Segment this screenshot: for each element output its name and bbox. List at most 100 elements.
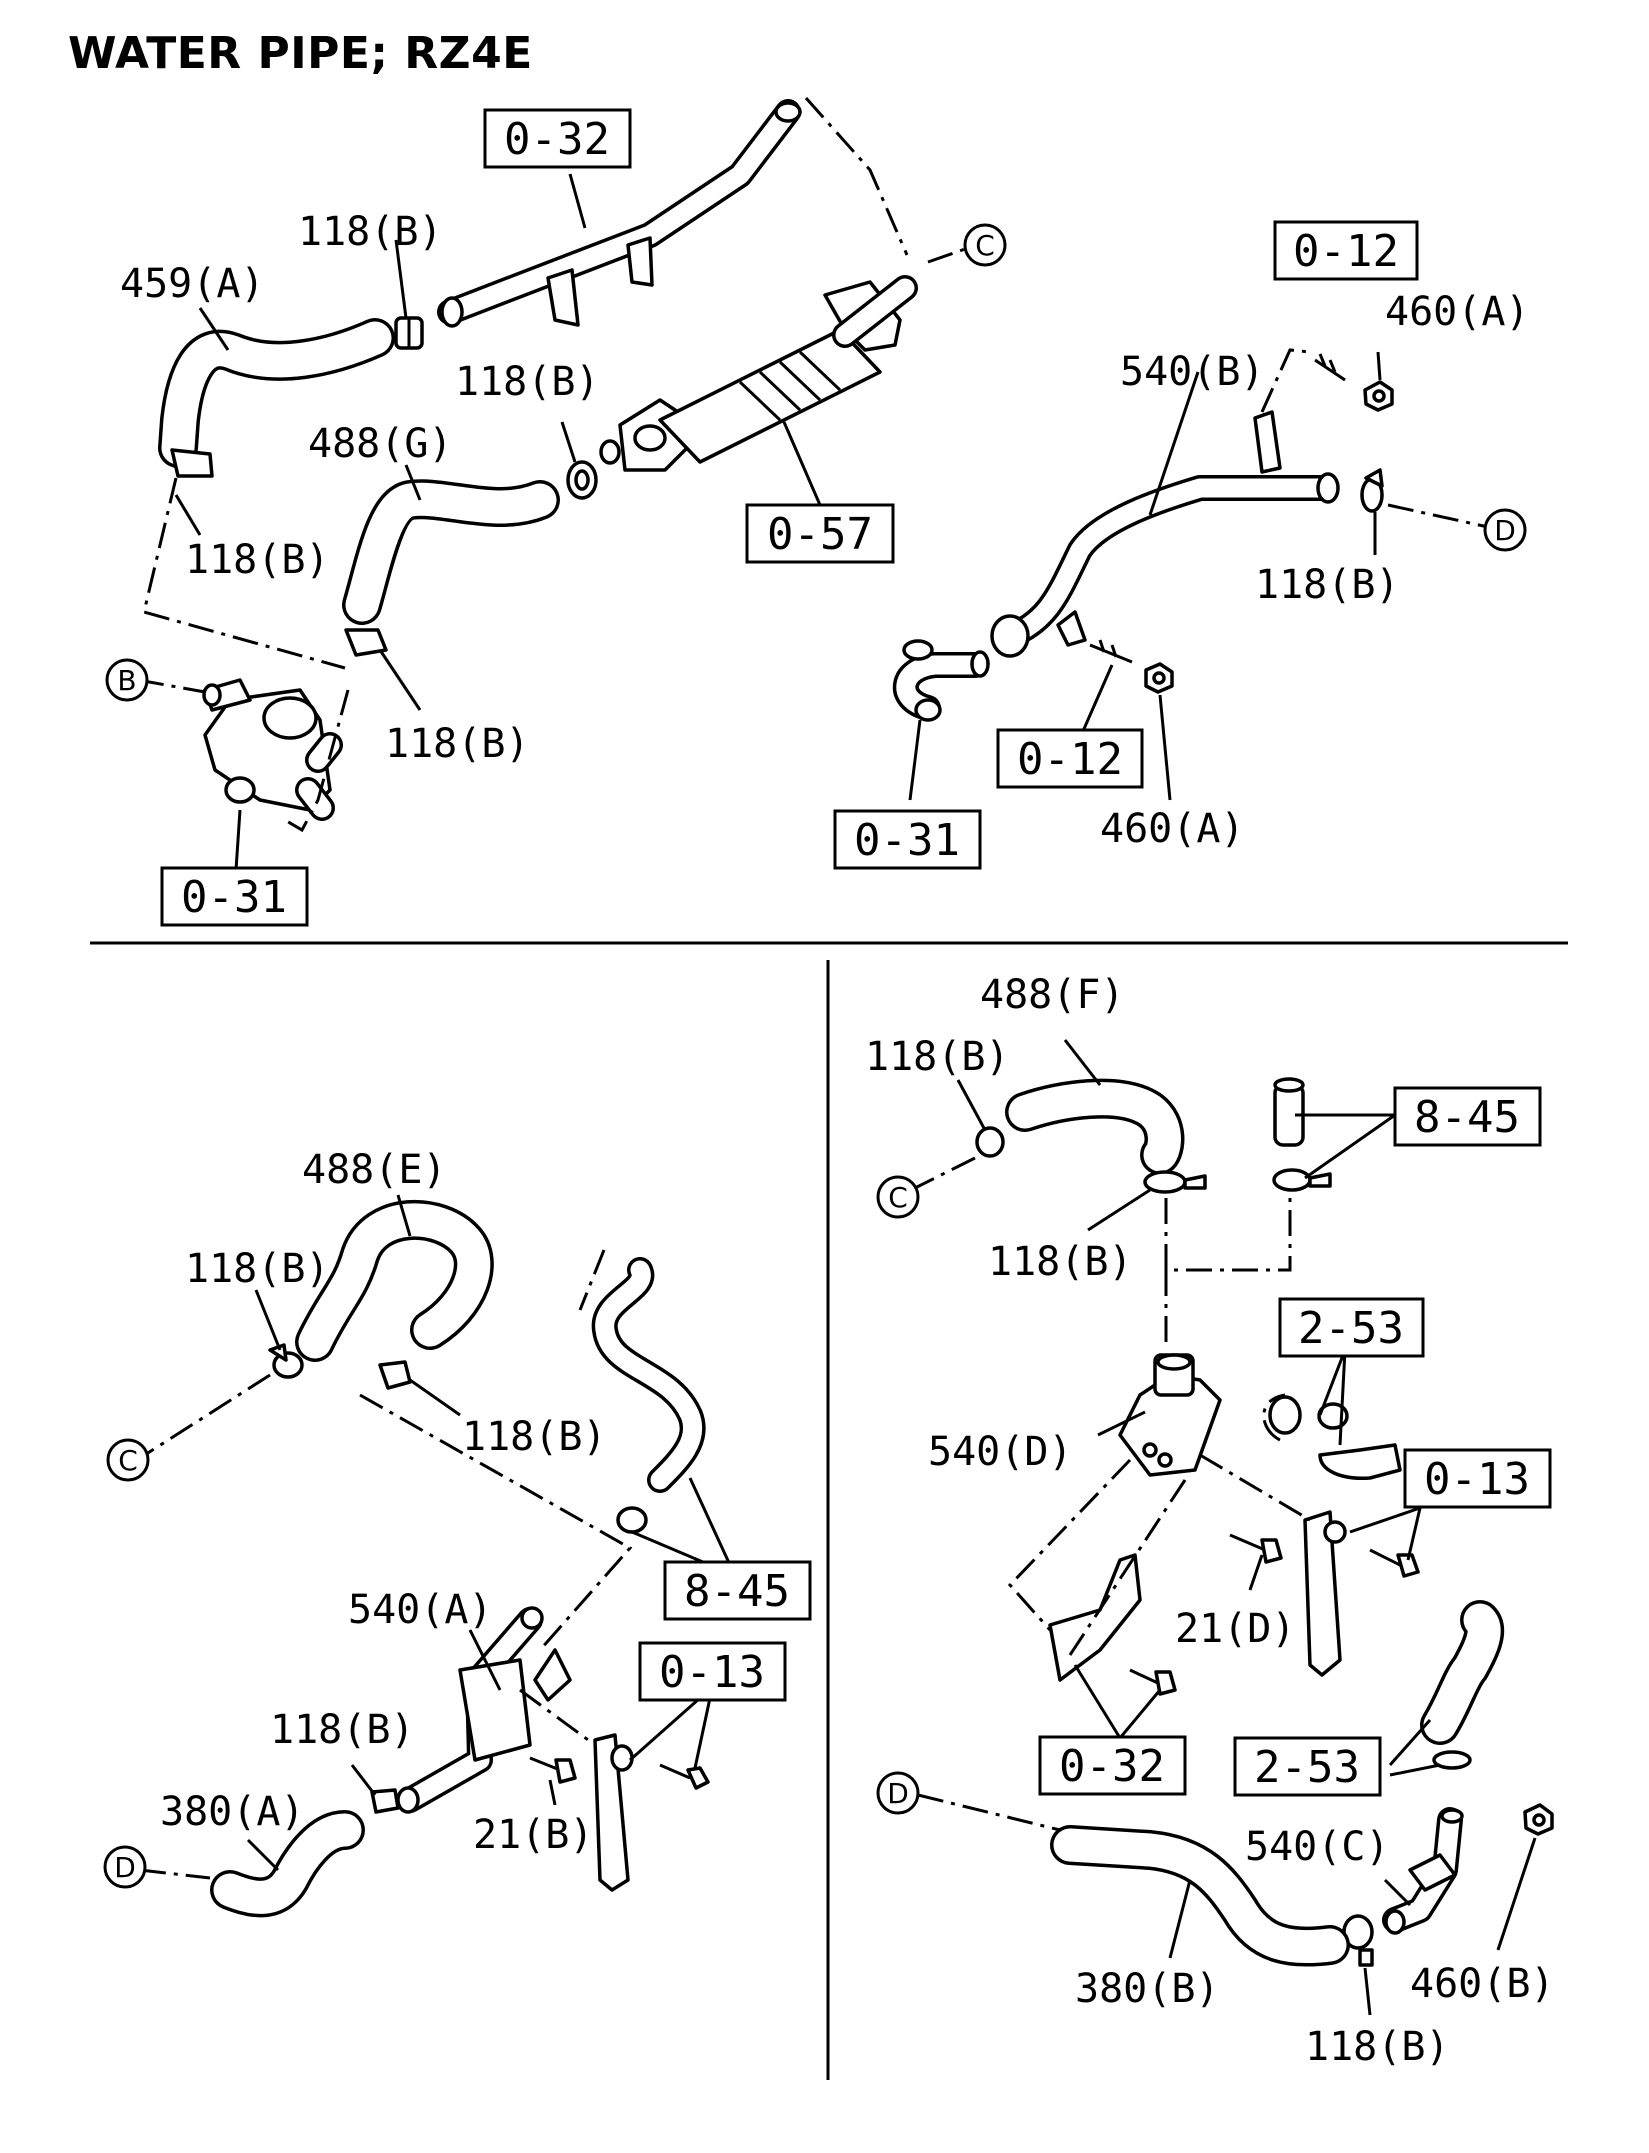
bracket-0-32-br [1048,1553,1142,1682]
bolt-0-13-bl [659,1763,710,1790]
part-label: 488(E) [302,1147,447,1193]
callout-label: 8-45 [684,1566,790,1617]
bracket-0-13-br [1303,1510,1347,1677]
hose-380b [1050,1825,1350,1967]
part-label: 118(B) [1255,562,1400,608]
clamp-118b-left [170,448,214,478]
clamp-118b-lower [344,628,388,657]
bottom-left-assembly [139,1194,732,1918]
hose-488g [342,479,560,625]
boxed-callout-8-45-bottom-right: 8-45 [1393,1086,1542,1147]
bottom-right-assembly [914,1039,1554,2016]
callout-label: 0-31 [181,872,287,923]
thermostat-housing-0-31 [202,678,343,821]
connector-letter: D [887,1777,909,1810]
callout-label: 2-53 [1254,1742,1360,1793]
boxed-callout-0-31-top-left: 0-31 [160,866,309,927]
connector-letter: C [118,1444,138,1477]
connector-letter: D [114,1851,136,1884]
boxed-callout-0-12-upper: 0-12 [1273,220,1419,281]
boxed-callout-0-32-top: 0-32 [483,108,632,169]
boxed-callout-8-45-bottom-left: 8-45 [663,1560,812,1621]
clamp-118b-right [1360,468,1384,513]
part-label: 118(B) [385,721,530,767]
nut-460a-upper [1363,380,1394,412]
heater-pipe-8-45 [591,1257,706,1493]
hose-2-53-lower [1420,1600,1505,1770]
page-title: WATER PIPE; RZ4E [68,28,533,79]
cooler-0-57 [599,275,918,472]
callout-label: 0-12 [1293,226,1399,277]
bolt-0-32-br [1129,1668,1177,1696]
housing-540d [1118,1353,1222,1477]
connector-marker-c-top: C [963,223,1007,267]
part-label: 118(B) [1305,2024,1450,2070]
part-label: 460(A) [1100,806,1245,852]
connector-marker-d-bottom-right: D [876,1771,920,1815]
part-label: 540(D) [928,1429,1073,1475]
pipe-540a [396,1606,572,1814]
callout-label: 0-32 [1059,1741,1165,1792]
connector-marker-b: B [105,658,149,702]
part-label: 118(B) [270,1707,415,1753]
pipe-540c [1382,1807,1464,1935]
connector-marker-c-bottom-left: C [106,1438,150,1482]
callout-label: 0-32 [504,114,610,165]
callout-label: 0-12 [1017,734,1123,785]
clamp-118b-bl2 [378,1360,412,1390]
boxed-callout-0-32-bottom: 0-32 [1038,1735,1187,1796]
bolt-0-13-br [1369,1548,1420,1578]
boxed-callout-2-53-lower: 2-53 [1233,1736,1382,1797]
part-label: 118(B) [298,209,443,255]
pipe-0-31-stub [892,639,990,722]
boxed-callout-0-31-top-right: 0-31 [833,809,982,870]
part-label: 118(B) [865,1034,1010,1080]
hose-488f [1005,1078,1185,1175]
connector-marker-d-top: D [1483,508,1527,552]
connector-letter: D [1494,514,1516,547]
clamp-118b-bl1 [268,1343,304,1379]
clamp-118b-br1 [975,1126,1005,1158]
hose-488e [295,1199,494,1362]
clamp-118b-mid [566,460,598,500]
part-label: 118(B) [462,1414,607,1460]
part-label: 460(B) [1410,1961,1555,2007]
boxed-callout-2-53-upper: 2-53 [1278,1297,1425,1358]
hose-459a [158,318,395,468]
bolt-21d [1229,1533,1283,1564]
callout-label: 0-57 [767,509,873,560]
pipe-540b [990,410,1340,658]
part-label: 460(A) [1385,289,1530,335]
elbow-2-53-br [1268,1395,1402,1480]
connector-letter: C [975,229,995,262]
stud-0-12-lower [1089,639,1133,664]
callout-label: 0-13 [659,1647,765,1698]
part-label: 488(F) [980,972,1125,1018]
boxed-callout-0-13-bottom-right: 0-13 [1403,1448,1552,1509]
top-right-assembly [892,348,1489,801]
callout-label: 0-31 [854,815,960,866]
bolt-21b [529,1756,577,1784]
part-label: 118(B) [988,1239,1133,1285]
part-label: 540(A) [348,1587,493,1633]
bracket-0-13-bl [593,1733,634,1892]
part-label: 21(D) [1175,1606,1295,1652]
part-label: 118(B) [185,1246,330,1292]
clamp-118b-bl4 [370,1788,400,1814]
connector-letter: C [888,1181,908,1214]
nut-460b [1523,1803,1554,1836]
part-label: 118(B) [185,537,330,583]
connector-marker-c-bottom-right: C [876,1175,920,1219]
water-pipe-0-32 [437,99,802,328]
clamp-118b-upper [394,316,424,350]
connector-marker-d-bottom-left: D [103,1845,147,1889]
part-label: 380(A) [160,1789,305,1835]
connector-letter: B [117,664,136,697]
callout-label: 0-13 [1424,1454,1530,1505]
hose-380a [210,1810,365,1918]
callout-label: 8-45 [1414,1092,1520,1143]
boxed-callout-0-57: 0-57 [745,503,895,564]
part-label: 488(G) [308,421,453,467]
nut-460a-lower [1144,662,1174,694]
